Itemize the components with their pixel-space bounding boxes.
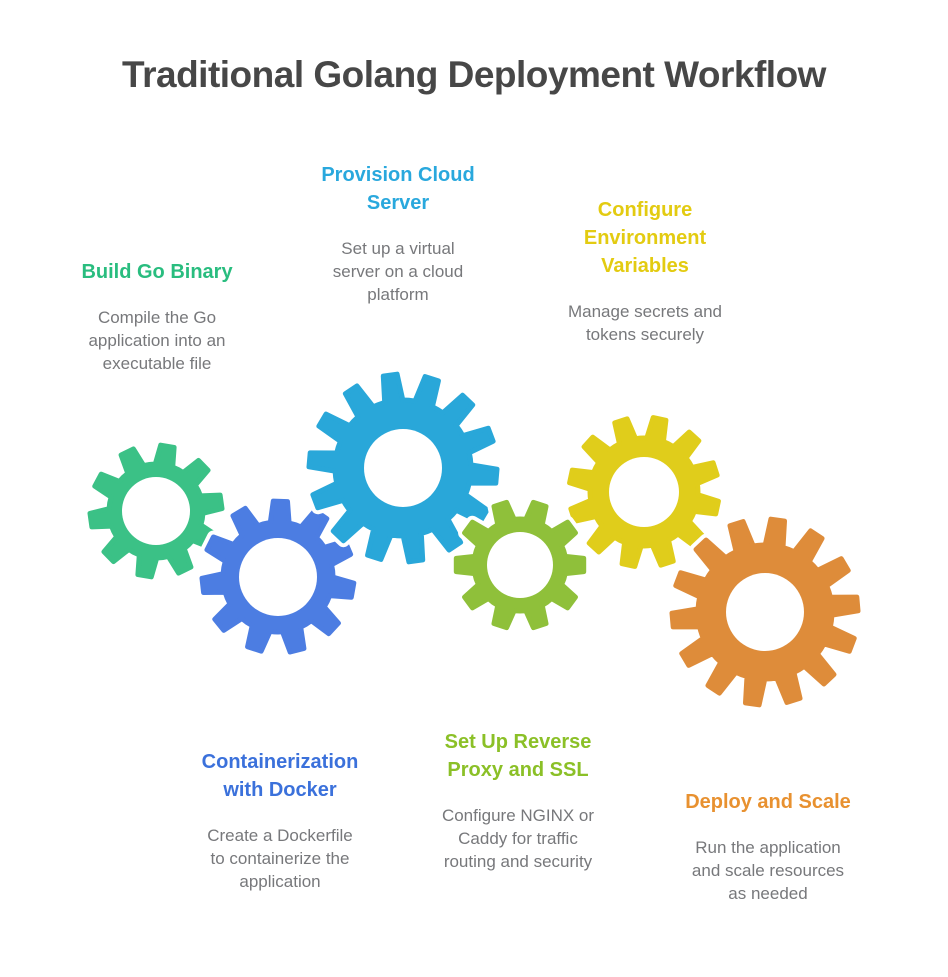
- step-containerization-with-docker: Containerization with Docker Create a Do…: [155, 748, 405, 893]
- gear-icon-set-up-reverse-proxy-and-ssl: [449, 495, 591, 635]
- step-title-configure-environment-variables: Configure Environment Variables: [583, 199, 707, 277]
- step-build-go-binary: Build Go Binary Compile the Go applicati…: [47, 258, 267, 375]
- step-title-set-up-reverse-proxy-and-ssl: Set Up Reverse Proxy and SSL: [444, 731, 592, 781]
- gear-icon-configure-environment-variables: [563, 411, 725, 573]
- step-title-provision-cloud-server: Provision Cloud Server: [321, 164, 475, 214]
- step-set-up-reverse-proxy-and-ssl: Set Up Reverse Proxy and SSL Configure N…: [393, 728, 643, 873]
- step-description-build-go-binary: Compile the Go application into an execu…: [88, 308, 226, 373]
- step-provision-cloud-server: Provision Cloud Server Set up a virtual …: [278, 161, 518, 306]
- step-title-deploy-and-scale: Deploy and Scale: [685, 791, 851, 813]
- step-configure-environment-variables: Configure Environment Variables Manage s…: [525, 196, 765, 346]
- gear-icon-provision-cloud-server: [302, 367, 504, 569]
- step-title-build-go-binary: Build Go Binary: [81, 261, 233, 283]
- step-description-configure-environment-variables: Manage secrets and tokens securely: [567, 302, 723, 344]
- gear-icon-containerization-with-docker: [195, 494, 361, 659]
- step-description-provision-cloud-server: Set up a virtual server on a cloud platf…: [332, 239, 464, 304]
- step-title-containerization-with-docker: Containerization with Docker: [201, 751, 359, 801]
- step-description-containerization-with-docker: Create a Dockerfile to containerize the …: [207, 826, 353, 891]
- step-deploy-and-scale: Deploy and Scale Run the application and…: [643, 788, 893, 905]
- gear-icon-deploy-and-scale: [665, 512, 865, 712]
- page-title: Traditional Golang Deployment Workflow: [122, 54, 826, 95]
- step-description-set-up-reverse-proxy-and-ssl: Configure NGINX or Caddy for traffic rou…: [441, 806, 595, 871]
- step-description-deploy-and-scale: Run the application and scale resources …: [691, 838, 845, 903]
- gear-icon-build-go-binary: [83, 438, 229, 584]
